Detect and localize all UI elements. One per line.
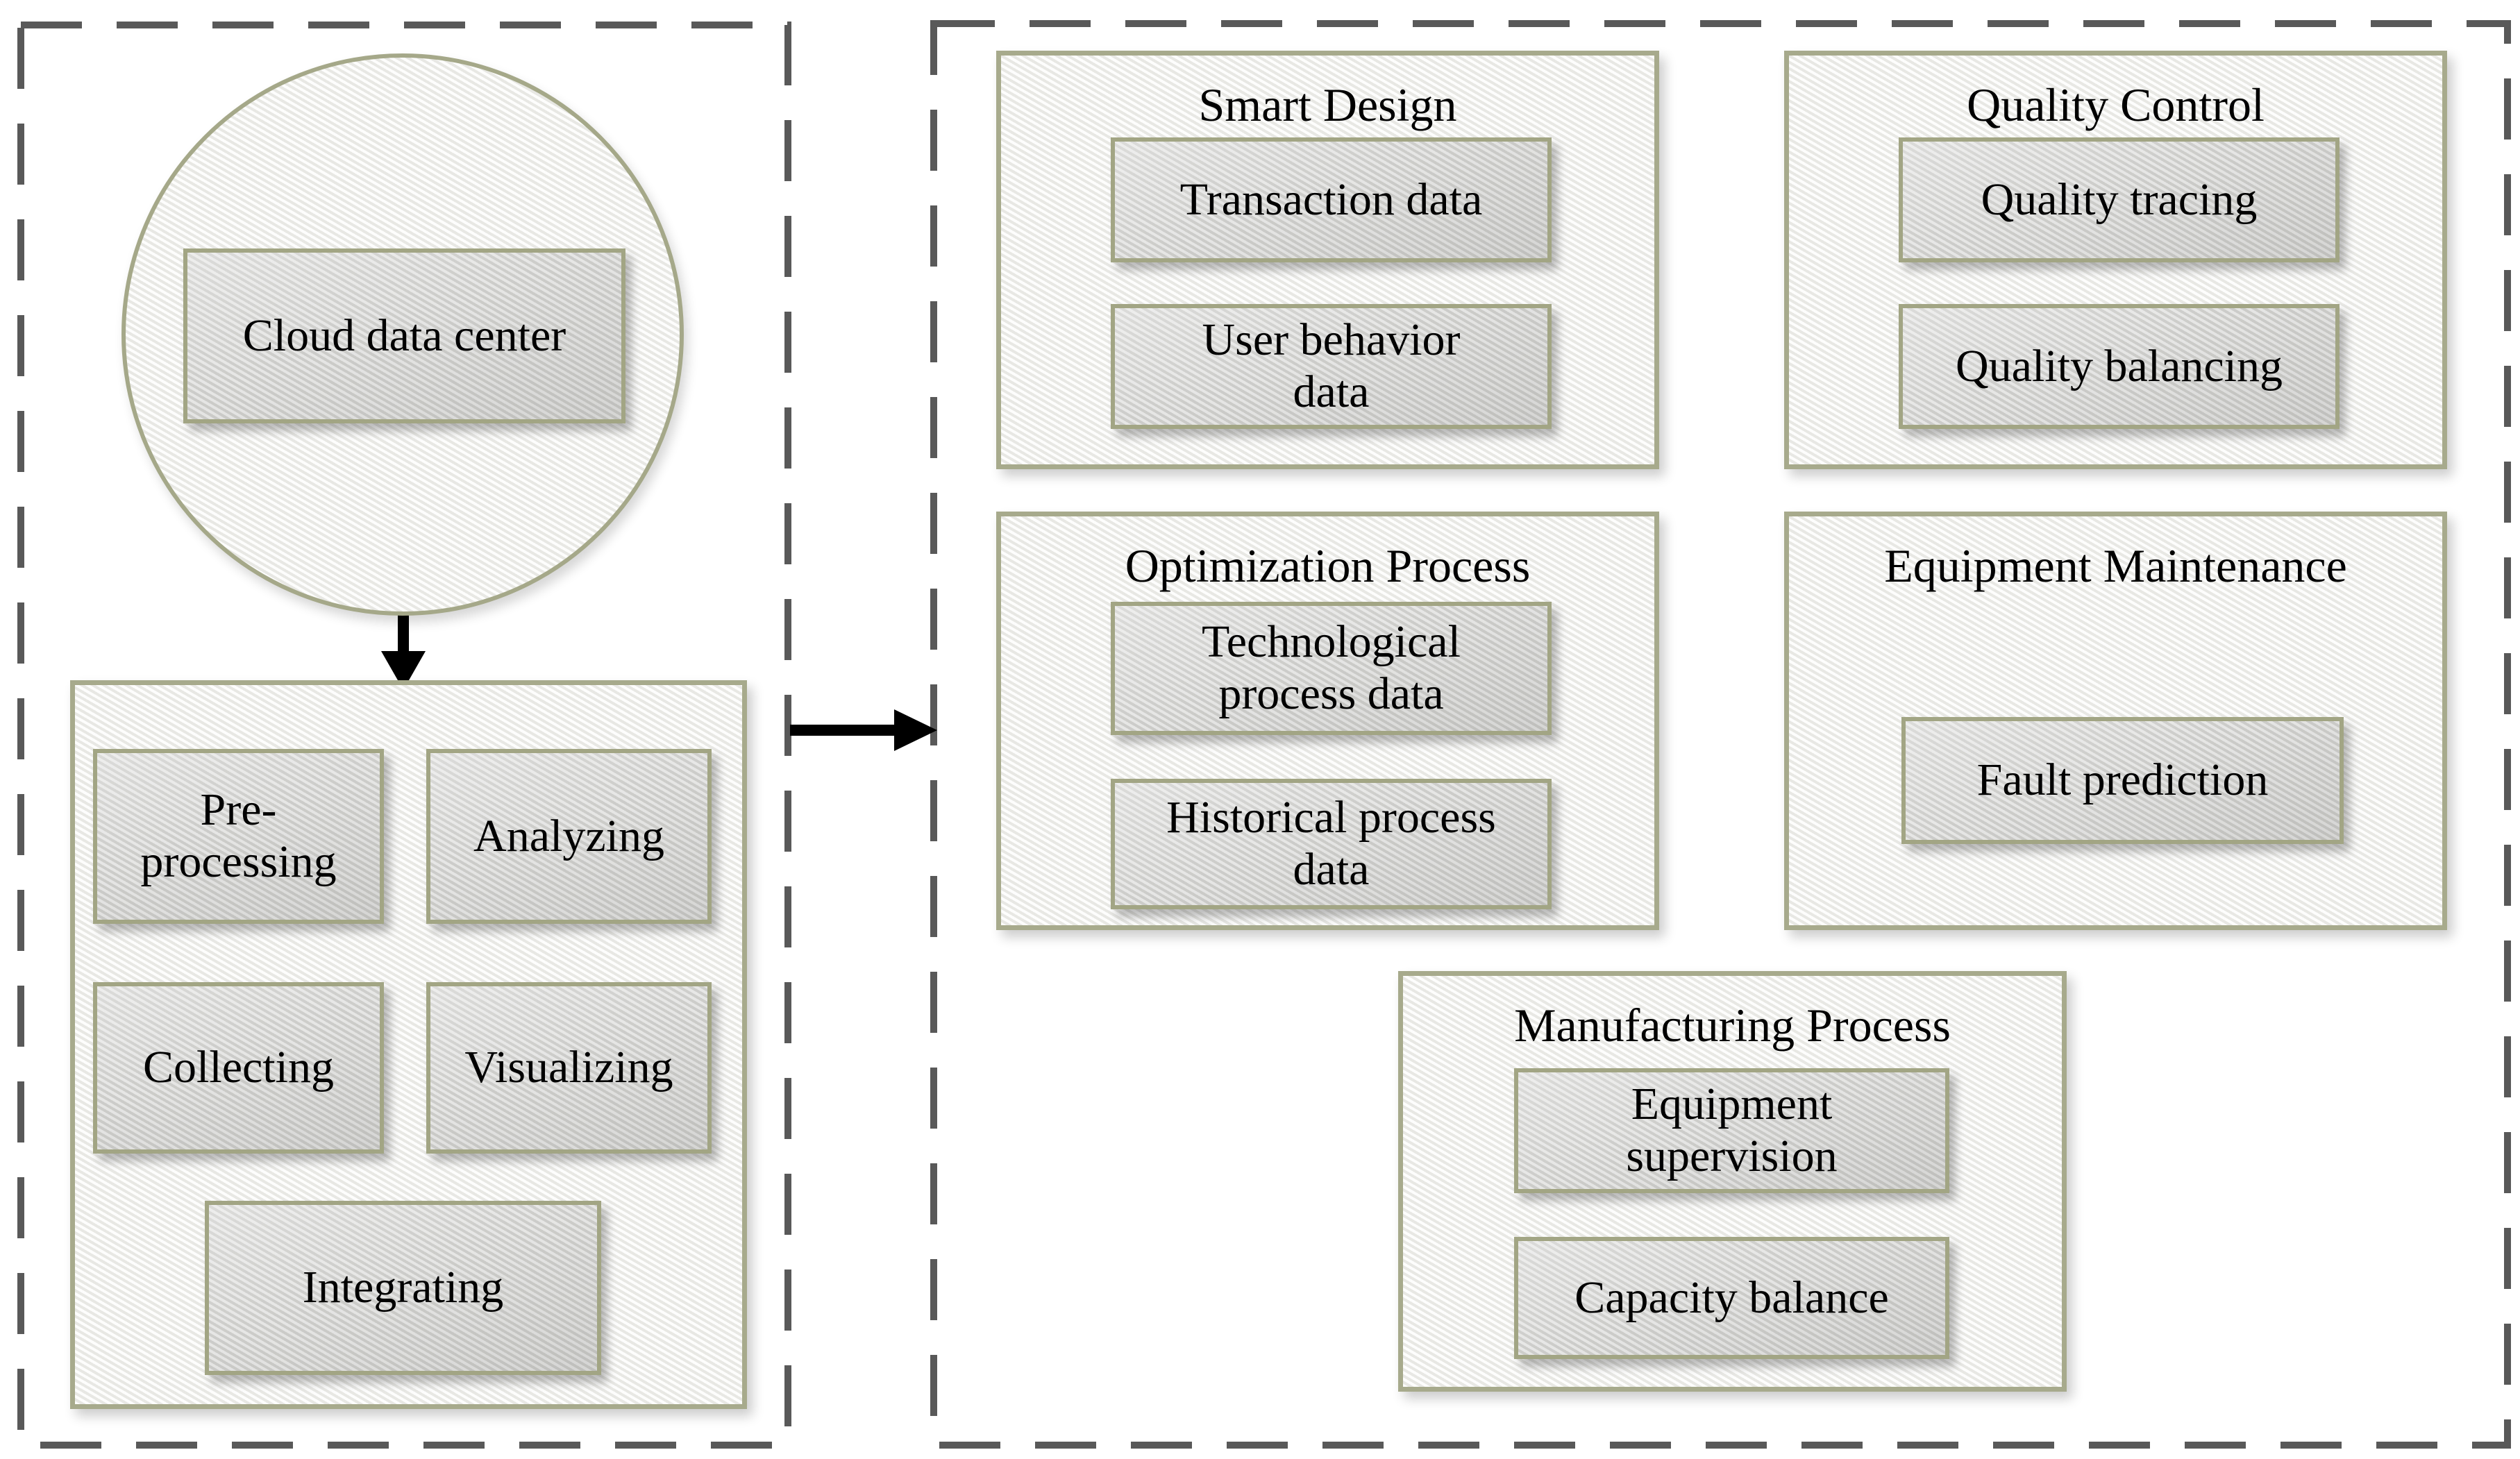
technological-process-data-label: Technological process data — [1202, 616, 1461, 719]
process-box-integrating: Integrating — [205, 1201, 601, 1375]
quality-balancing-label: Quality balancing — [1955, 340, 2283, 391]
section-optimization-process: Optimization Process Technological proce… — [996, 512, 1659, 930]
item-box-transaction-data: Transaction data — [1111, 137, 1552, 262]
transaction-data-label: Transaction data — [1179, 174, 1483, 225]
integrating-label: Integrating — [302, 1262, 504, 1313]
section-equipment-maintenance: Equipment Maintenance Fault prediction — [1784, 512, 2447, 930]
visualizing-label: Visualizing — [464, 1042, 673, 1093]
section-title: Manufacturing Process — [1514, 999, 1951, 1052]
equipment-supervision-label: Equipment supervision — [1626, 1079, 1838, 1181]
quality-tracing-label: Quality tracing — [1981, 174, 2258, 225]
item-box-equipment-supervision: Equipment supervision — [1514, 1068, 1949, 1193]
down-arrow-icon — [381, 615, 426, 690]
down-arrow-head — [381, 651, 426, 690]
historical-process-data-label: Historical process data — [1166, 792, 1496, 895]
section-title: Optimization Process — [1125, 539, 1531, 592]
pre-processing-label: Pre-processing — [140, 784, 337, 887]
analyzing-label: Analyzing — [473, 810, 664, 861]
cloud-data-center-label: Cloud data center — [242, 310, 566, 361]
fault-prediction-label: Fault prediction — [1976, 754, 2269, 806]
process-box-analyzing: Analyzing — [426, 749, 712, 924]
cloud-data-center-box: Cloud data center — [183, 248, 625, 423]
section-title: Equipment Maintenance — [1884, 539, 2347, 592]
capacity-balance-label: Capacity balance — [1574, 1272, 1889, 1323]
section-title: Quality Control — [1967, 78, 2265, 131]
section-title: Smart Design — [1198, 78, 1457, 131]
data-processing-group: Pre-processing Analyzing Collecting Visu… — [70, 680, 747, 1409]
item-box-user-behavior-data: User behavior data — [1111, 304, 1552, 429]
item-box-fault-prediction: Fault prediction — [1901, 717, 2344, 844]
section-smart-design: Smart Design Transaction data User behav… — [996, 51, 1659, 469]
right-arrow-head — [894, 709, 937, 751]
section-manufacturing-process: Manufacturing Process Equipment supervis… — [1398, 971, 2067, 1392]
right-arrow-icon — [790, 709, 937, 751]
item-box-quality-tracing: Quality tracing — [1899, 137, 2340, 262]
process-box-pre-processing: Pre-processing — [93, 749, 384, 924]
left-dashed-boundary — [17, 22, 791, 1449]
section-quality-control: Quality Control Quality tracing Quality … — [1784, 51, 2447, 469]
process-box-collecting: Collecting — [93, 982, 384, 1154]
collecting-label: Collecting — [143, 1042, 334, 1093]
item-box-technological-process-data: Technological process data — [1111, 602, 1552, 735]
item-box-historical-process-data: Historical process data — [1111, 779, 1552, 909]
user-behavior-data-label: User behavior data — [1202, 314, 1461, 417]
right-dashed-boundary — [930, 20, 2511, 1449]
item-box-capacity-balance: Capacity balance — [1514, 1237, 1949, 1359]
process-box-visualizing: Visualizing — [426, 982, 712, 1154]
item-box-quality-balancing: Quality balancing — [1899, 304, 2340, 429]
